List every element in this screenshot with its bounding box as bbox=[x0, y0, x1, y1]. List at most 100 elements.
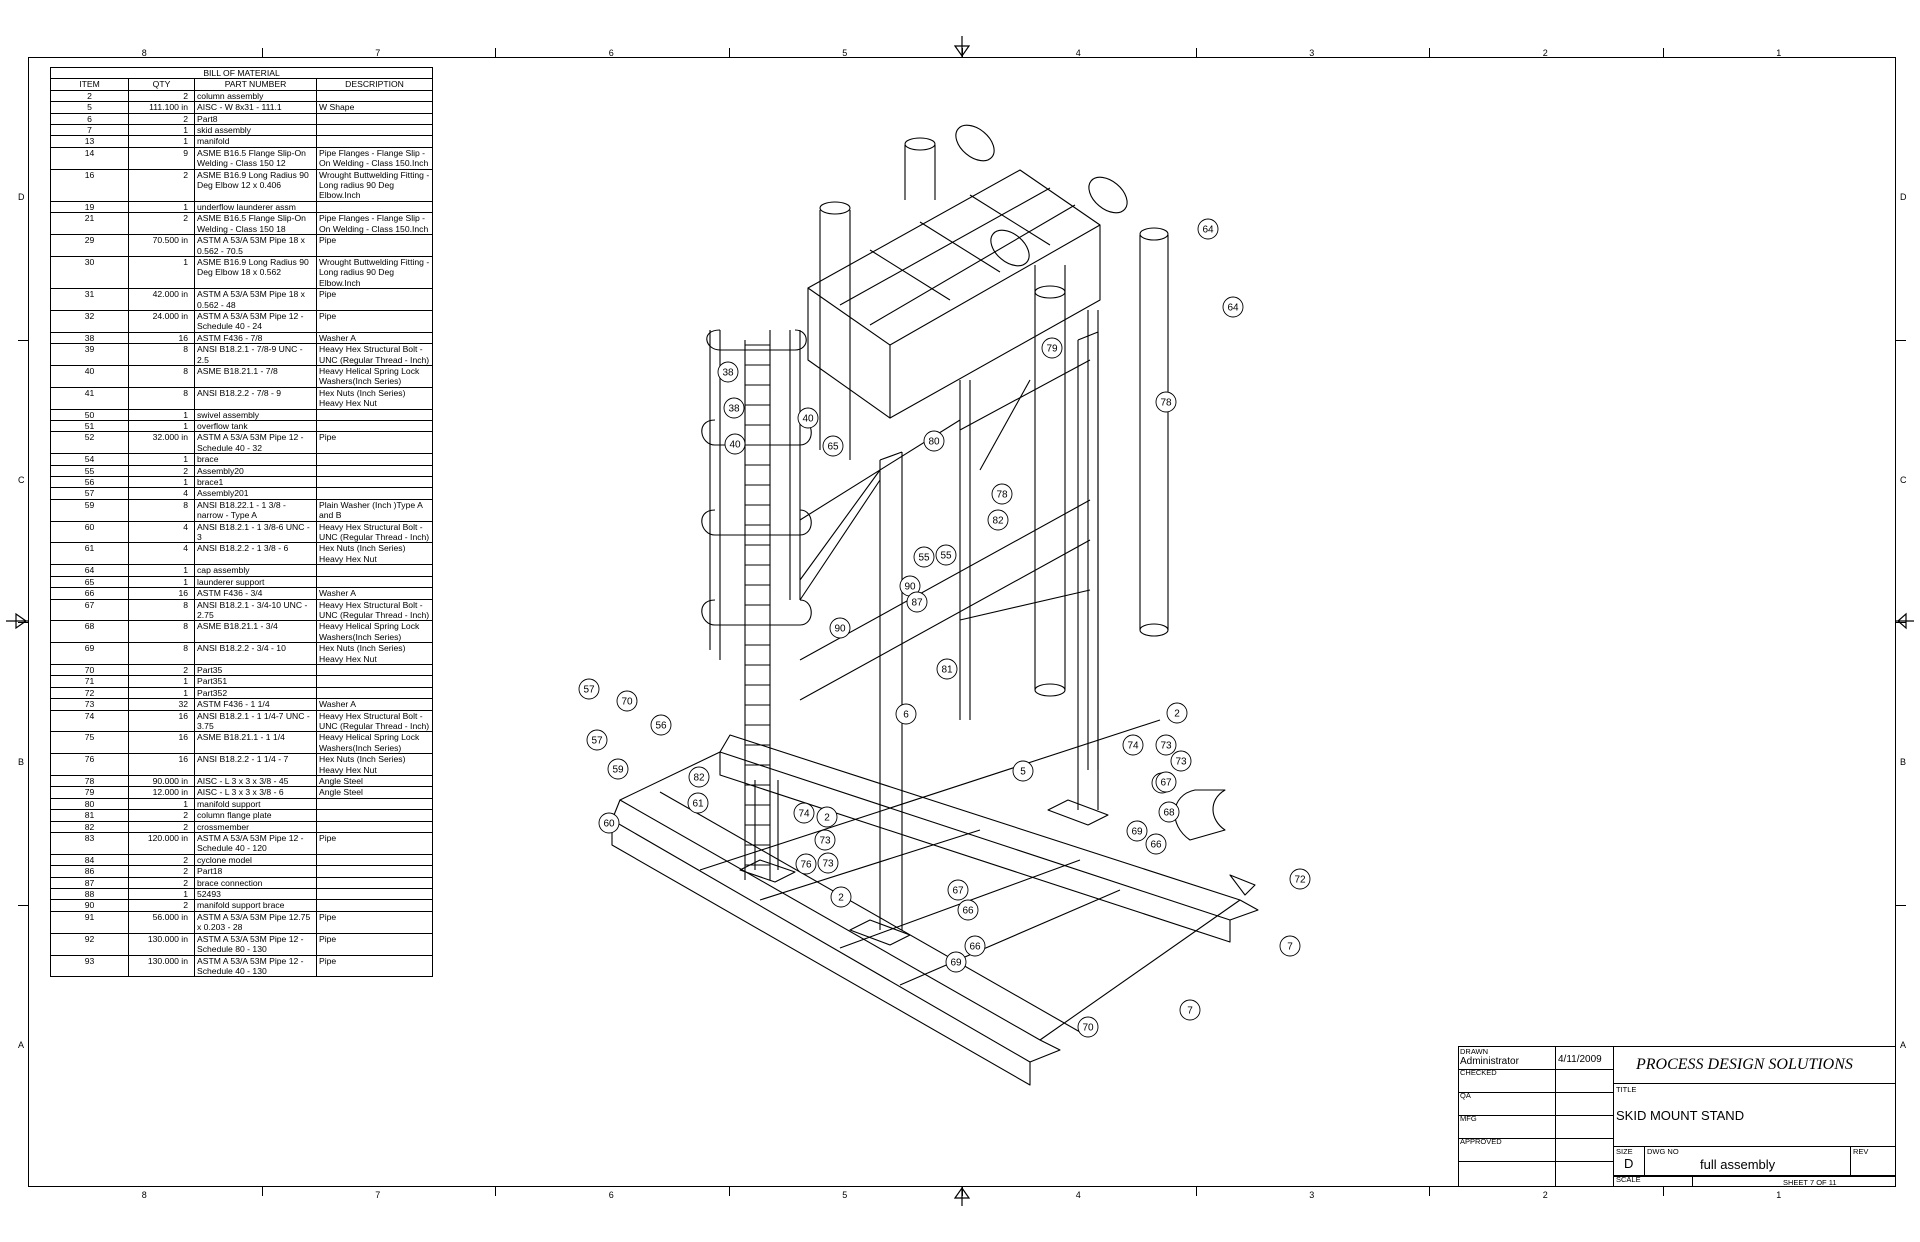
bom-cell-desc bbox=[315, 564, 434, 577]
callout-balloon: 2 bbox=[1166, 702, 1188, 724]
company-name: PROCESS DESIGN SOLUTIONS bbox=[1636, 1056, 1853, 1073]
callout-balloon: 82 bbox=[987, 509, 1009, 531]
zone-column-label: 2 bbox=[1542, 1190, 1548, 1200]
callout-number: 73 bbox=[1160, 741, 1172, 752]
title-block: DRAWN Administrator 4/11/2009 CHECKED QA… bbox=[1458, 1046, 1896, 1187]
zone-column-label: 7 bbox=[375, 48, 381, 58]
title-label: TITLE bbox=[1616, 1085, 1637, 1094]
bom-cell-qty: 1 bbox=[128, 888, 195, 901]
zone-tick bbox=[1896, 622, 1906, 623]
callout-balloon: 66 bbox=[964, 935, 986, 957]
callout-number: 90 bbox=[904, 582, 916, 593]
columns bbox=[739, 331, 1109, 946]
callout-balloon: 65 bbox=[822, 435, 844, 457]
callout-number: 82 bbox=[693, 773, 705, 784]
callout-number: 90 bbox=[834, 624, 846, 635]
bom-cell-item: 16 bbox=[50, 168, 129, 202]
bom-cell-item: 7 bbox=[50, 124, 129, 137]
callout-number: 2 bbox=[1174, 709, 1180, 720]
callout-balloon: 67 bbox=[1155, 771, 1177, 793]
bom-cell-item: 71 bbox=[50, 675, 129, 688]
callout-balloon: 2 bbox=[816, 806, 838, 828]
drawing-title: SKID MOUNT STAND bbox=[1616, 1108, 1745, 1123]
bom-cell-item: 80 bbox=[50, 797, 129, 811]
bom-cell-item: 30 bbox=[50, 255, 129, 290]
bom-cell-desc bbox=[315, 675, 434, 688]
bom-cell-desc: Angle Steel bbox=[315, 786, 434, 799]
sheet-size: D bbox=[1624, 1156, 1634, 1171]
bom-cell-desc: Wrought Buttwelding Fitting - Long radiu… bbox=[315, 168, 434, 202]
callout-balloon: 82 bbox=[688, 766, 710, 788]
zone-tick bbox=[261, 48, 263, 58]
callout-balloon: 69 bbox=[1126, 820, 1148, 842]
skid-base-left-rail bbox=[611, 799, 1061, 1063]
bom-header-description: DESCRIPTION bbox=[315, 78, 434, 91]
qa-label: QA bbox=[1460, 1091, 1471, 1100]
bom-cell-qty: 130.000 in bbox=[128, 954, 195, 978]
zone-column-label: 8 bbox=[141, 48, 147, 58]
zone-tick bbox=[1195, 1186, 1197, 1196]
callout-number: 76 bbox=[800, 860, 812, 871]
bom-cell-desc bbox=[315, 663, 434, 677]
callout-balloon: 38 bbox=[723, 397, 745, 419]
zone-row-label: B bbox=[1900, 757, 1907, 768]
callout-balloon: 73 bbox=[1155, 734, 1177, 756]
scale-label: SCALE bbox=[1616, 1175, 1641, 1184]
bom-cell-desc bbox=[315, 865, 434, 878]
callout-balloon: 55 bbox=[913, 546, 935, 568]
zone-tick bbox=[495, 1186, 496, 1196]
callout-number: 78 bbox=[1160, 398, 1172, 409]
callout-number: 65 bbox=[827, 442, 839, 453]
zone-tick bbox=[1429, 48, 1430, 58]
callout-balloon: 64 bbox=[1222, 296, 1244, 318]
callout-number: 2 bbox=[838, 893, 844, 904]
bom-cell-item: 6 bbox=[50, 112, 129, 126]
callout-balloon: 61 bbox=[687, 792, 709, 814]
zone-tick bbox=[1429, 1186, 1430, 1196]
callout-balloon: 79 bbox=[1041, 337, 1063, 359]
dwg-no-label: DWG NO bbox=[1647, 1147, 1679, 1156]
callout-balloon: 80 bbox=[923, 430, 945, 452]
zone-column-label: 1 bbox=[1776, 48, 1782, 58]
callout-number: 73 bbox=[819, 836, 831, 847]
zone-column-label: 3 bbox=[1309, 48, 1315, 58]
callout-number: 81 bbox=[941, 665, 953, 676]
bom-cell-qty: 32 bbox=[128, 698, 195, 711]
bom-cell-desc bbox=[315, 899, 434, 912]
checked-label: CHECKED bbox=[1460, 1068, 1497, 1077]
callout-number: 57 bbox=[591, 736, 603, 747]
callout-number: 40 bbox=[729, 440, 741, 451]
callout-number: 64 bbox=[1227, 303, 1239, 314]
callout-number: 72 bbox=[1294, 875, 1306, 886]
bom-cell-desc: Heavy Helical Spring Lock Washers(Inch S… bbox=[315, 364, 434, 388]
zone-tick bbox=[18, 339, 28, 341]
bom-cell-desc bbox=[315, 888, 434, 901]
bom-cell-part: ASTM A 53/A 53M Pipe 12 - Schedule 40 - … bbox=[194, 954, 317, 978]
zone-row-label: C bbox=[1900, 474, 1907, 485]
zone-tick bbox=[495, 48, 496, 58]
callout-balloon: 57 bbox=[578, 678, 600, 700]
bom-cell-part: Part35 bbox=[194, 663, 317, 677]
bom-cell-desc: Washer A bbox=[315, 331, 434, 345]
